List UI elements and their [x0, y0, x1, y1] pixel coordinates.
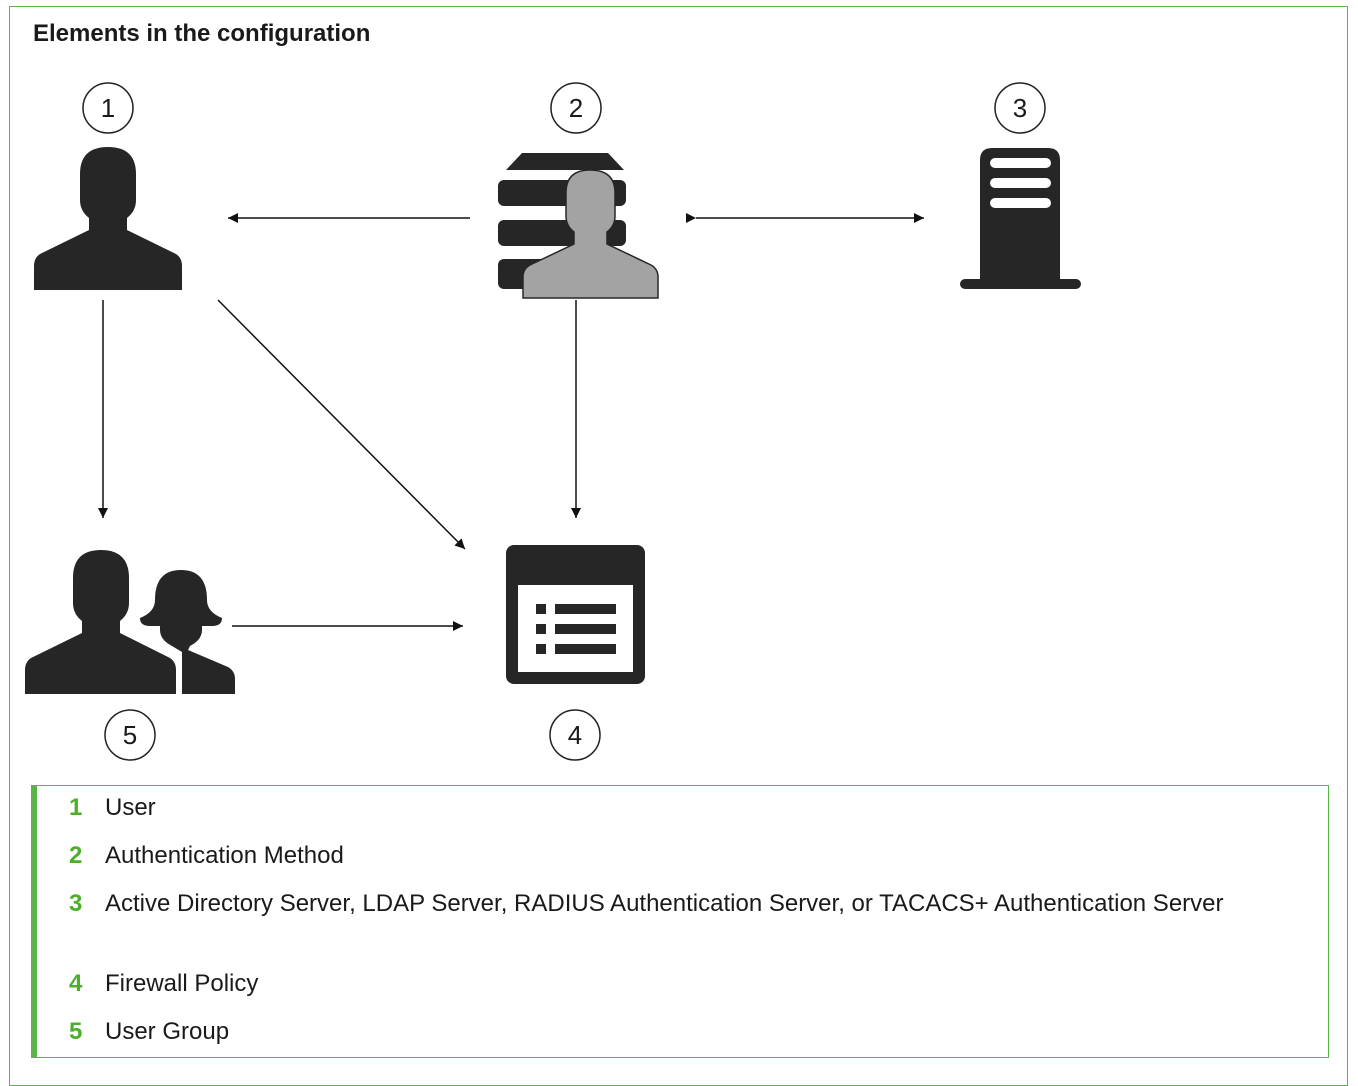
- callout-1-label: 1: [101, 93, 115, 123]
- legend-item-3: 3 Active Directory Server, LDAP Server, …: [69, 888, 1269, 920]
- authentication-method-icon: [498, 153, 659, 299]
- firewall-policy-icon: [506, 545, 645, 684]
- legend-item-5: 5 User Group: [69, 1016, 1269, 1048]
- legend-item-4: 4 Firewall Policy: [69, 968, 1269, 1000]
- callout-1: 1: [82, 82, 134, 134]
- callout-4-label: 4: [568, 720, 582, 750]
- legend-number: 1: [69, 794, 83, 821]
- callout-5: 5: [104, 709, 156, 761]
- configuration-diagram: 1 2 3 4 5: [25, 82, 1081, 761]
- callout-2: 2: [550, 82, 602, 134]
- callout-5-label: 5: [123, 720, 137, 750]
- arrow-user-to-policy: [217, 299, 466, 550]
- legend-item-2: 2 Authentication Method: [69, 840, 1269, 872]
- user-group-icon: [25, 550, 235, 694]
- legend-item-1: 1 User: [69, 792, 1269, 824]
- legend: 1 User 2 Authentication Method 3 Active …: [31, 785, 1329, 1058]
- legend-number: 4: [69, 970, 83, 997]
- user-icon: [34, 147, 182, 290]
- legend-text: Authentication Method: [105, 842, 344, 869]
- callout-2-label: 2: [569, 93, 583, 123]
- legend-number: 5: [69, 1018, 83, 1045]
- legend-number: 3: [69, 890, 83, 917]
- legend-number: 2: [69, 842, 83, 869]
- legend-text: Firewall Policy: [105, 970, 259, 997]
- legend-text: User: [105, 794, 156, 821]
- server-icon: [960, 148, 1081, 289]
- callout-4: 4: [549, 709, 601, 761]
- callout-3-label: 3: [1013, 93, 1027, 123]
- legend-text: User Group: [105, 1018, 230, 1045]
- callout-3: 3: [994, 82, 1046, 134]
- legend-text: Active Directory Server, LDAP Server, RA…: [105, 890, 1224, 917]
- diagram-title: Elements in the configuration: [33, 20, 371, 47]
